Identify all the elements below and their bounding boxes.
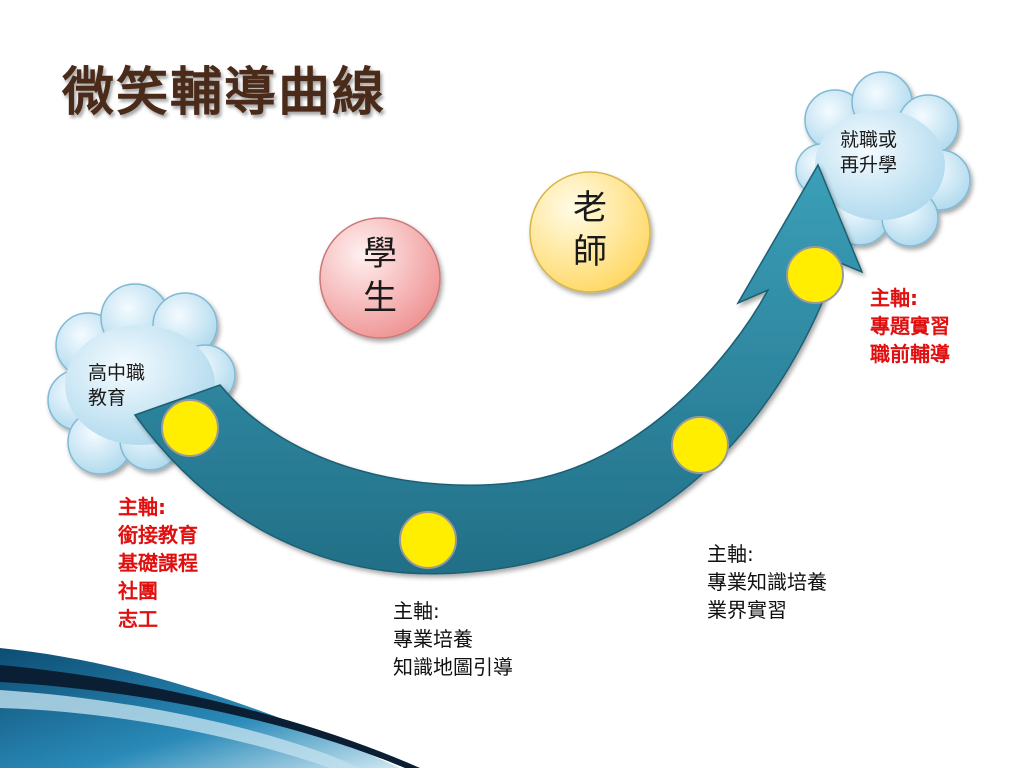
- cloud-start-label: 高中職 教育: [88, 361, 145, 411]
- stage-4-heading: 主軸:: [870, 286, 918, 310]
- teacher-label-line1: 老: [573, 188, 607, 228]
- student-label: 學 生: [340, 232, 420, 320]
- stage-2-item-2: 知識地圖引導: [393, 655, 513, 679]
- stage-3-item-1: 專業知識培養: [707, 570, 827, 594]
- student-circle: [319, 217, 441, 339]
- cloud-start-line1: 高中職: [88, 362, 146, 384]
- milestone-dot-2: [399, 511, 457, 569]
- student-label-line1: 學: [363, 234, 397, 274]
- stage-4-item-1: 專題實習: [870, 314, 950, 338]
- stage-1-item-1: 銜接教育: [118, 523, 198, 547]
- cloud-end-line2: 再升學: [840, 154, 898, 176]
- cloud-start-line2: 教育: [88, 387, 127, 409]
- teacher-label: 老 師: [550, 186, 630, 274]
- stage-1-item-4: 志工: [118, 607, 158, 631]
- stage-1-item-3: 社團: [118, 579, 158, 603]
- stage-1-heading: 主軸:: [118, 495, 166, 519]
- milestone-dot-3: [671, 416, 729, 474]
- student-label-line2: 生: [363, 278, 397, 318]
- milestone-dot-1: [161, 399, 219, 457]
- stage-4-axis: 主軸: 專題實習 職前輔導: [870, 284, 950, 368]
- stage-3-item-2: 業界實習: [707, 598, 787, 622]
- stage-2-item-1: 專業培養: [393, 627, 473, 651]
- stage-2-heading: 主軸:: [393, 599, 440, 623]
- smile-curve-arrow: [133, 163, 864, 575]
- cloud-end-line1: 就職或: [840, 129, 898, 151]
- stage-3-axis: 主軸: 專業知識培養 業界實習: [707, 540, 827, 624]
- decorative-wave: [0, 648, 420, 768]
- teacher-label-line2: 師: [573, 232, 607, 272]
- teacher-circle: [529, 171, 651, 293]
- stage-3-heading: 主軸:: [707, 542, 754, 566]
- stage-2-axis: 主軸: 專業培養 知識地圖引導: [393, 597, 513, 681]
- stage-1-axis: 主軸: 銜接教育 基礎課程 社團 志工: [118, 493, 198, 633]
- stage-4-item-2: 職前輔導: [870, 342, 950, 366]
- slide-title: 微笑輔導曲線: [62, 63, 387, 123]
- cloud-end-label: 就職或 再升學: [840, 128, 897, 178]
- milestone-dot-4: [786, 246, 844, 304]
- stage-1-item-2: 基礎課程: [118, 551, 198, 575]
